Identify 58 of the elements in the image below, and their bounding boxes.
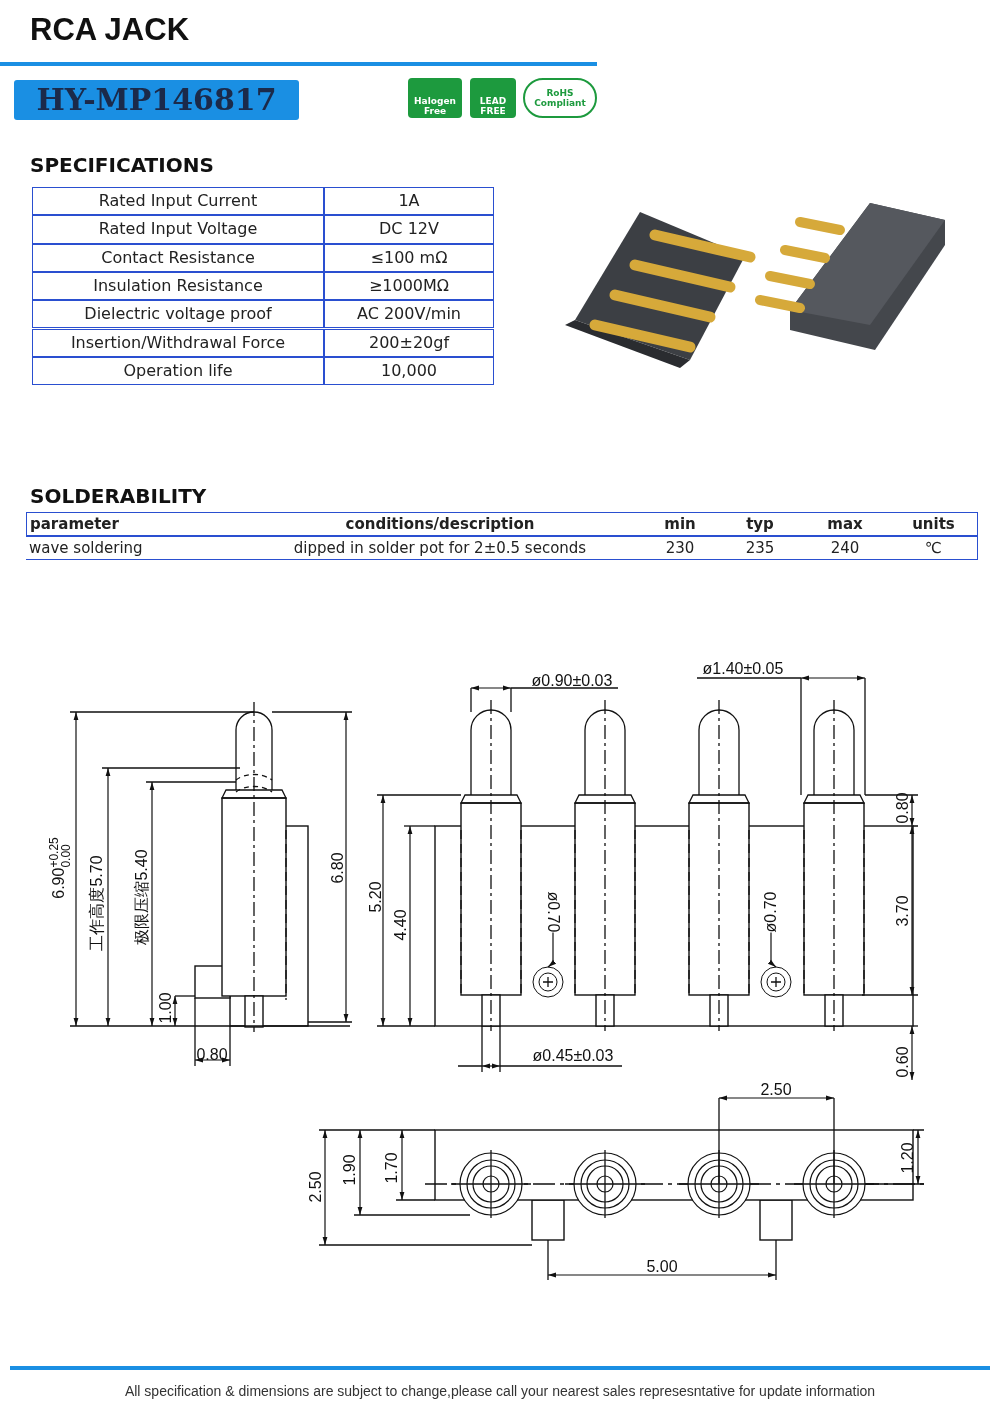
table-cell: 200±20gf xyxy=(324,328,494,357)
column-header: typ xyxy=(720,512,800,536)
page-title: RCA JACK xyxy=(30,12,190,48)
certification-mark: Halogen Free xyxy=(408,78,462,118)
dimension-label: 0.60 xyxy=(894,1046,912,1078)
table-cell: 10,000 xyxy=(324,356,494,386)
screw-hole-symbol xyxy=(760,966,792,998)
certification-mark: LEAD FREE xyxy=(470,78,516,118)
section-heading: SOLDERABILITY xyxy=(30,484,207,508)
leader-line xyxy=(547,931,557,968)
section-heading: SPECIFICATIONS xyxy=(30,153,214,177)
dimension-label: ø1.40±0.05 xyxy=(702,660,784,678)
dimension-label: 1.00 xyxy=(157,992,175,1024)
dimension-label: 工作高度5.70 xyxy=(86,855,106,951)
dimension-label: ø0.45±0.03 xyxy=(532,1047,614,1065)
leader-line xyxy=(767,931,777,968)
dimension-label: 0.80 xyxy=(894,792,912,824)
dimension-label: 2.50 xyxy=(760,1081,792,1099)
table-cell: Insulation Resistance xyxy=(32,271,324,301)
table-cell: Rated Input Current xyxy=(32,187,324,216)
footer-note: All specification & dimensions are subject to change,please call your nearest sales represesntative for update information xyxy=(124,1383,876,1399)
column-header: min xyxy=(640,512,720,536)
screw-hole-symbol xyxy=(532,966,564,998)
dimension-label: 5.00 xyxy=(646,1258,678,1276)
dimension-label: 5.20 xyxy=(367,881,385,913)
dimension-label: 4.40 xyxy=(392,909,410,941)
dimension-label: ø0.70 xyxy=(544,891,562,933)
dimension-label: 6.80 xyxy=(329,852,347,884)
column-header: units xyxy=(890,512,978,536)
table-cell: Contact Resistance xyxy=(32,243,324,272)
table-cell: Operation life xyxy=(32,356,324,386)
part-number: HY-MP146817 xyxy=(14,80,299,120)
dimension-label: ø0.90±0.03 xyxy=(531,672,613,690)
table-cell: wave soldering xyxy=(26,536,240,560)
dimension-label: 2.50 xyxy=(307,1171,325,1203)
table-cell: AC 200V/min xyxy=(324,300,494,329)
dimension-label: 1.90 xyxy=(341,1154,359,1186)
column-header: conditions/description xyxy=(240,512,640,536)
table-cell: 230 xyxy=(640,536,720,560)
table-cell: 240 xyxy=(800,536,890,560)
table-cell: dipped in solder pot for 2±0.5 seconds xyxy=(240,536,640,560)
column-header: max xyxy=(800,512,890,536)
table-cell: ≥1000MΩ xyxy=(324,271,494,301)
table-cell: ℃ xyxy=(890,536,978,560)
dimension-label: 3.70 xyxy=(894,895,912,927)
column-header: parameter xyxy=(26,512,240,536)
dimension-label: 极限压缩5.40 xyxy=(131,849,151,945)
table-cell: 235 xyxy=(720,536,800,560)
certification-mark: RoHS Compliant xyxy=(523,78,597,118)
dimension-label: ø0.70 xyxy=(762,891,780,933)
table-cell: DC 12V xyxy=(324,215,494,244)
table-cell: 1A xyxy=(324,187,494,216)
table-cell: Insertion/Withdrawal Force xyxy=(32,328,324,357)
table-cell: Dielectric voltage proof xyxy=(32,300,324,329)
dimension-label: 1.20 xyxy=(899,1142,917,1174)
table-cell: ≤100 mΩ xyxy=(324,243,494,272)
table-cell: Rated Input Voltage xyxy=(32,215,324,244)
dimension-label: 1.70 xyxy=(383,1152,401,1184)
